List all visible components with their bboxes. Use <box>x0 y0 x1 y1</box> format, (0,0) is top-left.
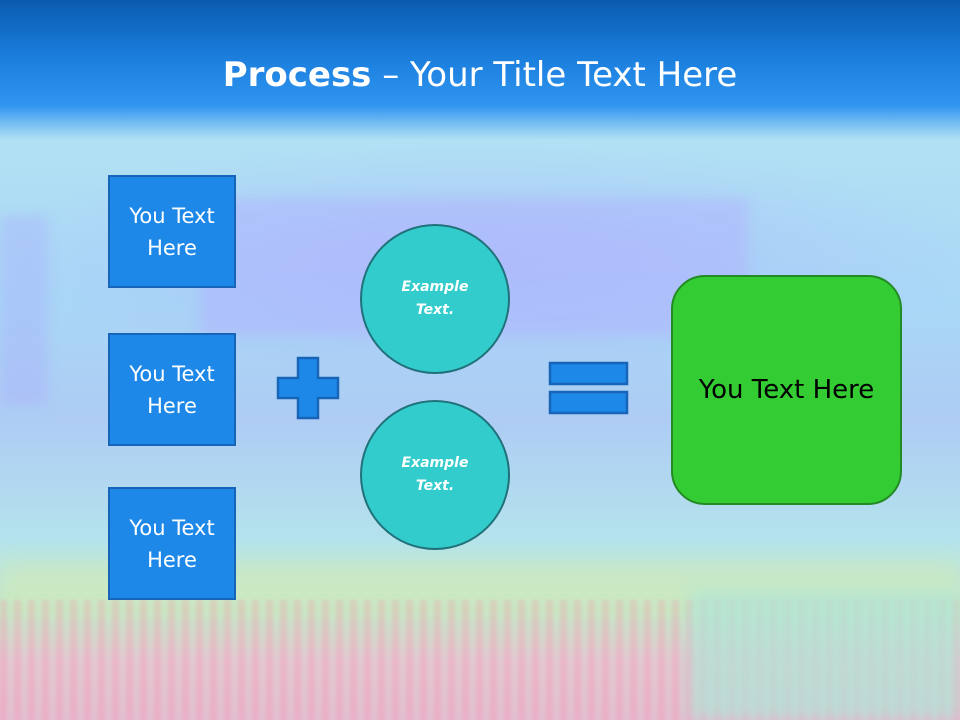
circle-label: Example Text. <box>401 455 469 494</box>
left-box-label: You Text Here <box>129 361 215 418</box>
plus-icon <box>276 356 340 420</box>
slide-title: Process – Your Title Text Here <box>0 50 960 100</box>
left-box-2: You Text Here <box>108 333 236 446</box>
circle-label: Example Text. <box>401 279 469 318</box>
background-decoration <box>690 590 960 720</box>
left-box-label: You Text Here <box>129 515 215 572</box>
title-rest: – Your Title Text Here <box>371 55 738 95</box>
left-box-3: You Text Here <box>108 487 236 600</box>
left-box-1: You Text Here <box>108 175 236 288</box>
result-box: You Text Here <box>671 275 902 505</box>
circle-2: Example Text. <box>360 400 510 550</box>
circle-1: Example Text. <box>360 224 510 374</box>
left-box-label: You Text Here <box>129 203 215 260</box>
background-decoration <box>0 215 48 405</box>
result-label: You Text Here <box>698 375 875 405</box>
equals-icon <box>548 361 629 415</box>
title-bold: Process <box>222 55 372 95</box>
